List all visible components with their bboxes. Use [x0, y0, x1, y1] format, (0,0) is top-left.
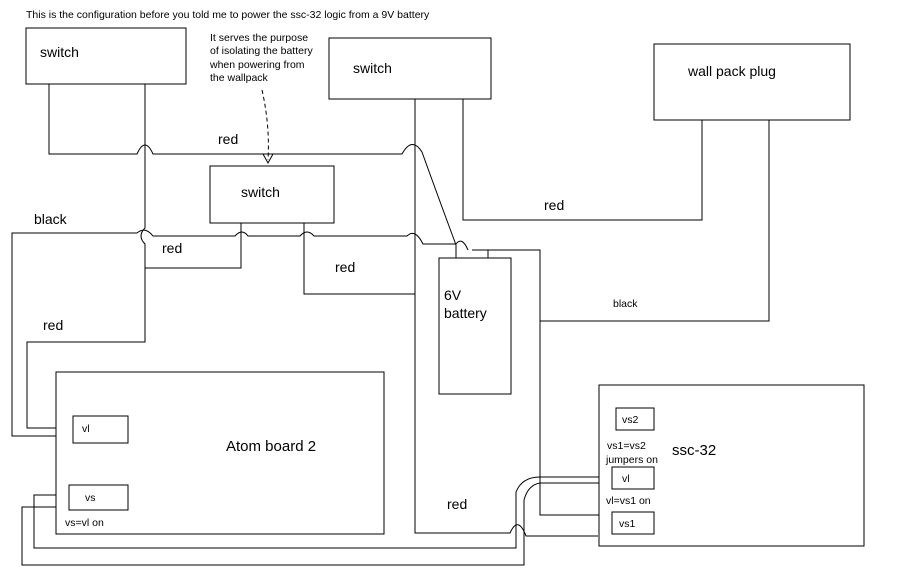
ssc-vl-label: vl — [622, 473, 630, 485]
wire-wallpack-red — [462, 99, 703, 221]
atom-vs-box — [68, 484, 129, 511]
wires — [11, 84, 770, 566]
wire-ssc-vl-b — [21, 482, 612, 566]
note-line-1: It serves the purpose — [210, 32, 308, 44]
atom-vs-label: vs — [85, 492, 96, 504]
diagram-caption: This is the configuration before you tol… — [26, 9, 430, 21]
ssc-32-label: ssc-32 — [672, 442, 716, 459]
wire-switch-top-down — [414, 99, 598, 537]
ssc-vl-box — [611, 466, 655, 490]
switch-middle-box — [209, 165, 335, 224]
atom-board-label: Atom board 2 — [226, 438, 316, 455]
note-line-2: of isolating the battery — [210, 45, 313, 57]
battery-label-line1: 6V — [444, 287, 462, 303]
atom-jumper-note: vs=vl on — [65, 517, 104, 529]
wire-label-red-top: red — [218, 131, 238, 147]
wire-switch-left-down — [26, 84, 146, 429]
ssc-jumper1-line1: vs1=vs2 — [607, 440, 646, 452]
ssc-vs1-label: vs1 — [619, 518, 636, 530]
switch-left-box — [25, 27, 187, 85]
wire-label-red-wallpack: red — [544, 197, 564, 213]
ssc-vs2-box — [615, 407, 655, 431]
wire-label-red-bottom: red — [447, 496, 467, 512]
wire-ssc-vl — [33, 476, 612, 549]
wire-label-red-left: red — [43, 317, 63, 333]
wire-label-black-left: black — [34, 211, 68, 227]
switch-top-label: switch — [353, 60, 392, 76]
ssc-jumper2: vl=vs1 on — [606, 495, 651, 507]
note-line-3: when powering from — [209, 59, 305, 71]
wire-switch-left-red — [48, 84, 457, 246]
battery-box — [438, 257, 512, 395]
switch-middle-label: switch — [241, 184, 280, 200]
wire-switch-middle-right — [303, 223, 415, 295]
wall-pack-label: wall pack plug — [687, 63, 776, 79]
wire-right-bus — [472, 249, 612, 516]
wall-pack-box — [653, 43, 851, 121]
ssc-jumper1-line2: jumpers on — [605, 454, 658, 466]
atom-vl-box — [72, 415, 129, 444]
wire-label-red-mid-left: red — [162, 240, 182, 256]
atom-vl-label: vl — [82, 423, 90, 435]
wire-switch-middle-left — [145, 223, 242, 269]
note-line-4: the wallpack — [210, 72, 269, 84]
wire-label-black-wallpack: black — [613, 298, 638, 310]
switch-left-label: switch — [40, 44, 79, 60]
note-arrow-line — [261, 89, 269, 161]
ssc-vs2-label: vs2 — [622, 414, 639, 426]
switch-top-box — [328, 37, 492, 100]
battery-label-line2: battery — [444, 305, 487, 321]
note-arrow-head — [262, 153, 274, 165]
wire-label-red-mid: red — [335, 259, 355, 275]
ssc-vs1-box — [611, 511, 655, 535]
wire-wallpack-black — [540, 120, 770, 322]
